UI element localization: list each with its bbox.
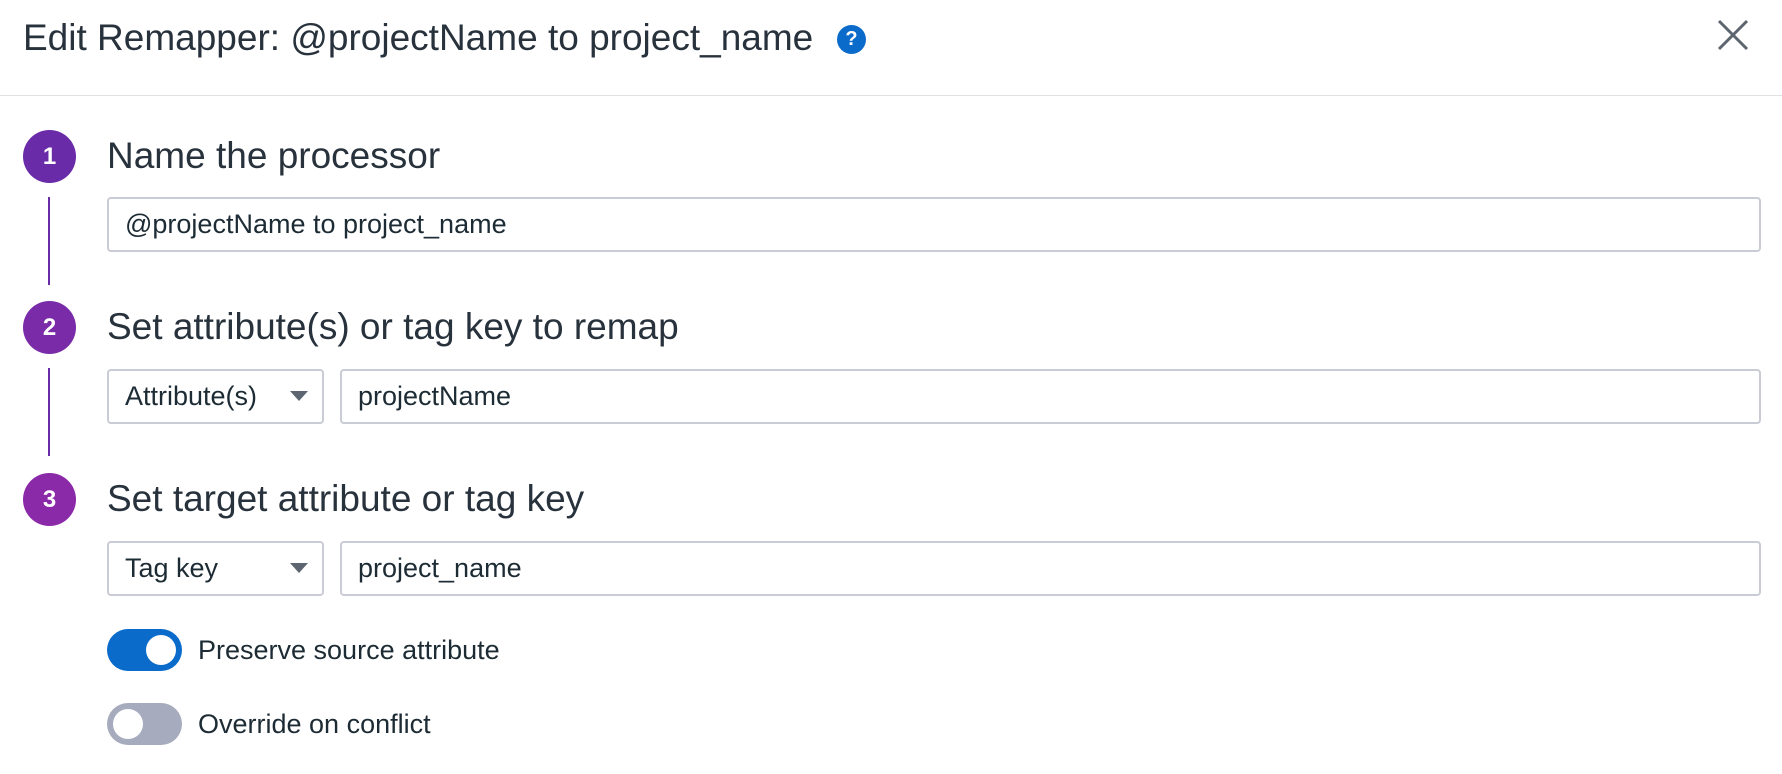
override-conflict-label: Override on conflict	[198, 709, 431, 739]
step-1-heading: Name the processor	[107, 135, 441, 176]
preserve-source-label: Preserve source attribute	[198, 635, 500, 665]
source-attribute-input[interactable]	[340, 369, 1761, 424]
toggle-knob	[146, 635, 176, 665]
step-connector-line	[48, 368, 50, 456]
source-type-select[interactable]: Attribute(s)	[107, 369, 324, 424]
caret-down-icon	[290, 563, 308, 573]
step-2-heading: Set attribute(s) or tag key to remap	[107, 306, 679, 347]
caret-down-icon	[290, 391, 308, 401]
step-connector-line	[48, 197, 50, 285]
target-attribute-input[interactable]	[340, 541, 1761, 596]
step-3-heading: Set target attribute or tag key	[107, 478, 585, 519]
step-3-badge: 3	[23, 473, 76, 526]
target-type-select[interactable]: Tag key	[107, 541, 324, 596]
source-type-value: Attribute(s)	[125, 381, 258, 411]
target-type-value: Tag key	[125, 553, 219, 583]
question-circle-icon[interactable]: ?	[837, 25, 866, 54]
override-conflict-toggle[interactable]	[107, 703, 182, 745]
processor-name-input[interactable]	[107, 197, 1761, 252]
dialog-header: Edit Remapper: @projectName to project_n…	[0, 0, 1782, 96]
close-x-icon[interactable]	[1716, 18, 1750, 52]
toggle-knob	[113, 709, 143, 739]
step-1-badge: 1	[23, 130, 76, 183]
dialog-title: Edit Remapper: @projectName to project_n…	[23, 17, 814, 58]
preserve-source-toggle[interactable]	[107, 629, 182, 671]
step-2-badge: 2	[23, 301, 76, 354]
